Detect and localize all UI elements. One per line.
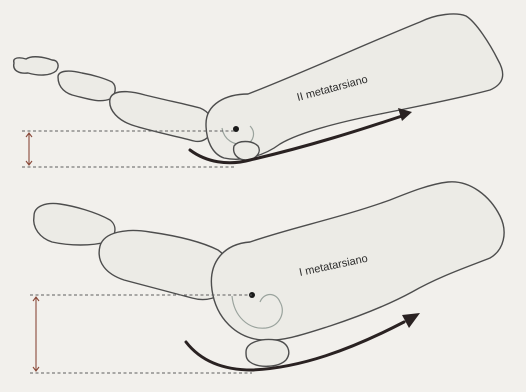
bottom-panel: I metatarsiano — [30, 182, 504, 373]
bottom-sesamoid — [246, 340, 289, 367]
bottom-arrow-head — [402, 313, 420, 328]
top-proximal-phalanx — [110, 92, 213, 142]
bottom-proximal-phalanx — [99, 231, 229, 300]
top-distal-phalanx — [14, 57, 58, 75]
top-middle-phalanx — [58, 71, 115, 101]
top-arrow-head — [398, 108, 412, 121]
top-panel: II metatarsiano — [14, 14, 503, 167]
bottom-distal-phalanx — [34, 204, 115, 246]
